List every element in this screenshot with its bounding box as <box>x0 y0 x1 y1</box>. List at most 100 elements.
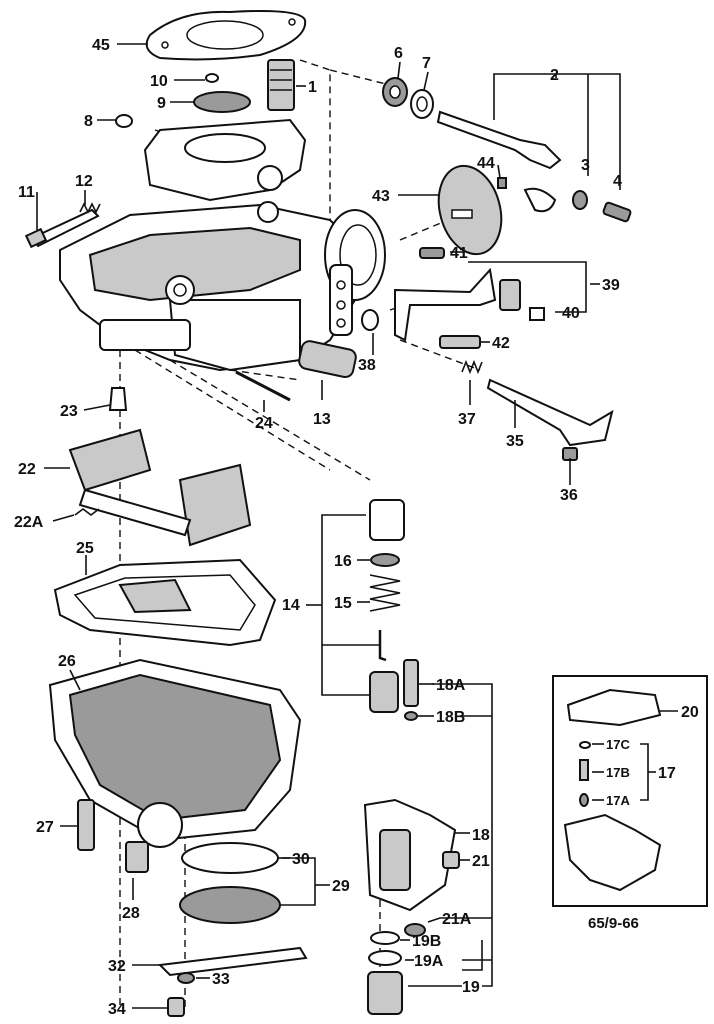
part-21-screw <box>442 851 460 869</box>
part-24-pin <box>235 370 291 402</box>
part-7-seal <box>410 89 434 119</box>
label-28: 28 <box>122 905 140 922</box>
label-38: 38 <box>358 357 376 374</box>
part-25-bowl-gasket <box>53 558 277 647</box>
part-18A-tube <box>403 659 419 707</box>
label-22: 22 <box>18 461 36 478</box>
label-27: 27 <box>36 819 54 836</box>
part-12-spring <box>79 202 101 214</box>
part-27-bolt <box>77 799 95 851</box>
label-39: 39 <box>602 277 620 294</box>
part-41-screw <box>419 247 445 259</box>
part-43-throttle-plate <box>437 164 503 256</box>
part-26-float-bowl <box>48 658 302 848</box>
label-17B: 17B <box>606 765 630 780</box>
part-32-retainer <box>157 946 308 977</box>
label-19A: 19A <box>414 953 444 970</box>
part-39-linkage-assembly <box>394 267 521 342</box>
label-42: 42 <box>492 335 510 352</box>
label-34: 34 <box>108 1001 126 1018</box>
label-19B: 19B <box>412 933 441 950</box>
inset-box-65-9-66 <box>552 675 708 907</box>
part-11-idle-needle <box>24 208 100 249</box>
label-2: 2 <box>550 67 559 84</box>
label-7: 7 <box>422 55 431 72</box>
label-21: 21 <box>472 853 490 870</box>
part-labels: 45 1 10 9 8 6 7 2 3 4 44 43 11 12 41 39 … <box>14 37 699 1018</box>
label-8: 8 <box>84 113 93 130</box>
part-40-nut <box>529 307 545 321</box>
label-11: 11 <box>18 184 35 201</box>
part-21A-washer <box>404 923 426 937</box>
part-19B-ring <box>370 931 400 945</box>
part-13-jet <box>298 340 357 379</box>
label-32: 32 <box>108 958 126 975</box>
part-19-valve <box>367 971 403 1015</box>
label-35: 35 <box>506 433 524 450</box>
label-18: 18 <box>472 827 490 844</box>
part-10-screw <box>205 73 219 83</box>
label-17: 17 <box>658 765 676 782</box>
part-17C-seal <box>579 741 591 749</box>
label-25: 25 <box>76 540 94 557</box>
label-1: 1 <box>308 79 317 96</box>
label-30: 30 <box>292 851 310 868</box>
part-22-float <box>68 428 252 547</box>
part-34-screw <box>167 997 185 1017</box>
label-4: 4 <box>613 173 622 190</box>
label-23: 23 <box>60 403 78 420</box>
inset-pump-body <box>563 813 662 892</box>
part-6-seal <box>382 77 408 107</box>
label-26: 26 <box>58 653 76 670</box>
label-9: 9 <box>157 95 166 112</box>
label-14: 14 <box>282 597 300 614</box>
label-44: 44 <box>477 155 495 172</box>
part-35-lever <box>486 378 614 447</box>
part-30-o-ring <box>181 842 279 874</box>
label-16: 16 <box>334 553 352 570</box>
part-14-pump-cup <box>369 499 405 541</box>
label-22A: 22A <box>14 514 44 531</box>
label-40: 40 <box>562 305 580 322</box>
label-18A: 18A <box>436 677 466 694</box>
label-17A: 17A <box>606 793 630 808</box>
label-19: 19 <box>462 979 480 996</box>
label-3: 3 <box>581 157 590 174</box>
label-21A: 21A <box>442 911 472 928</box>
part-14-pin <box>378 630 387 662</box>
label-37: 37 <box>458 411 476 428</box>
part-23-fitting <box>108 387 128 411</box>
part-42-screw <box>439 335 481 349</box>
part-4-screw <box>602 201 632 223</box>
label-12: 12 <box>75 173 93 190</box>
part-20-gasket <box>566 688 662 727</box>
part-17A-ball <box>579 793 589 807</box>
part-18B-ball <box>404 711 418 721</box>
part-19A-ring <box>368 950 402 966</box>
label-13: 13 <box>313 411 331 428</box>
label-6: 6 <box>394 45 403 62</box>
label-18B: 18B <box>436 709 465 726</box>
label-29: 29 <box>332 878 350 895</box>
inset-caption: 65/9-66 <box>588 915 639 932</box>
label-45: 45 <box>92 37 110 54</box>
part-45-top-gasket <box>145 10 307 61</box>
part-28-plug <box>125 841 149 873</box>
part-18-pump-body <box>363 798 457 912</box>
carburetor-main-body <box>59 118 386 372</box>
label-24: 24 <box>255 415 273 432</box>
label-41: 41 <box>450 245 468 262</box>
part-8-o-ring <box>115 114 133 128</box>
label-20: 20 <box>681 704 699 721</box>
part-2-throttle-shaft <box>436 110 562 213</box>
part-33-washer <box>177 972 195 984</box>
label-43: 43 <box>372 188 390 205</box>
label-17C: 17C <box>606 737 630 752</box>
part-37-spring <box>461 359 483 375</box>
part-16-washer <box>370 553 400 567</box>
label-36: 36 <box>560 487 578 504</box>
part-9-cover-plate <box>193 91 251 113</box>
part-38-washer <box>361 309 379 331</box>
part-22A-clip <box>74 508 100 516</box>
